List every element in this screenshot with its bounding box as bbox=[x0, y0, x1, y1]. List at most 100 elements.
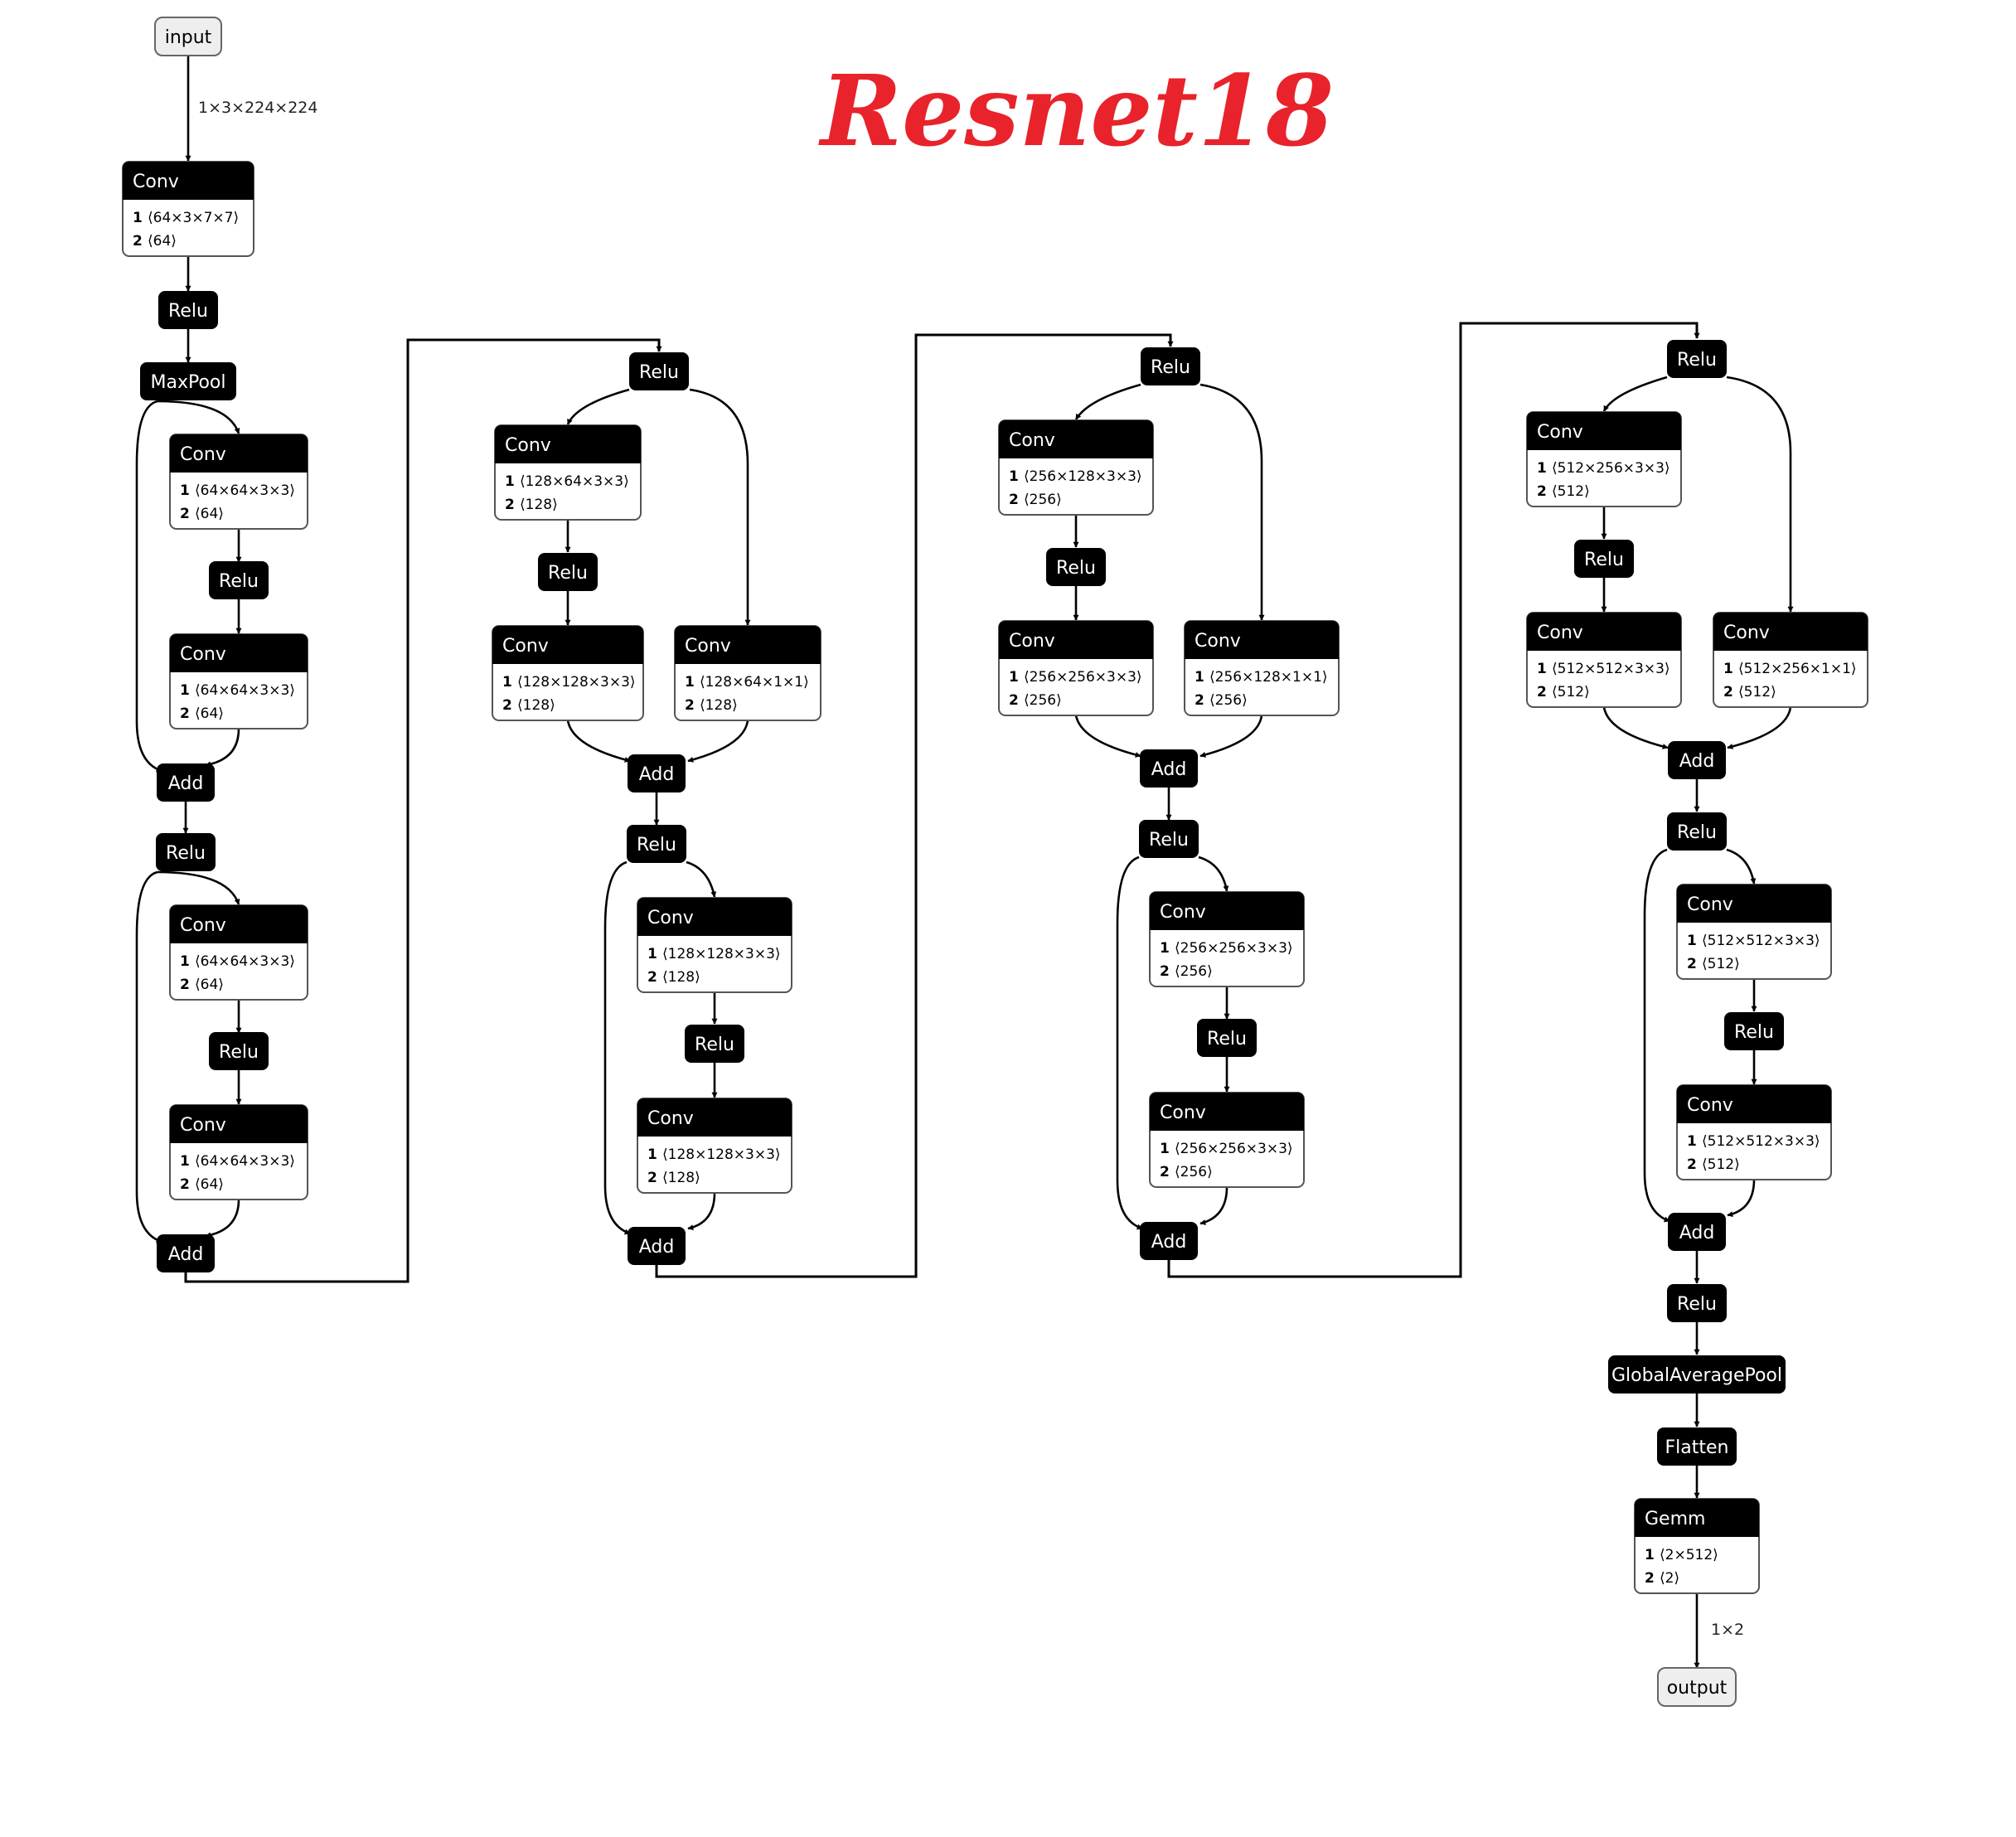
l1-relu1a-box bbox=[209, 561, 269, 599]
l2-relu-mid-label: Relu bbox=[548, 563, 588, 584]
l4-add2-box bbox=[1668, 1213, 1726, 1251]
l1-relu2a[interactable]: Relu bbox=[209, 1032, 269, 1070]
l1-relu1a[interactable]: Relu bbox=[209, 561, 269, 599]
l2-conv-shortcut-label: Conv bbox=[685, 636, 731, 657]
l1-conv2b-attr-value: ⟨64×64×3×3⟩ bbox=[195, 1153, 295, 1170]
l4-conv-down-b-attr-value: ⟨512⟩ bbox=[1552, 684, 1590, 700]
diagram-title: Resnet18 bbox=[818, 53, 1334, 168]
l2-relu1[interactable]: Relu bbox=[627, 825, 686, 863]
edge-l2-relu-convA bbox=[566, 388, 630, 425]
edge-l2-convB2-add bbox=[687, 1192, 716, 1231]
l3-conv-down-a-attr-key: 1 bbox=[1009, 468, 1019, 485]
l3-add2-label: Add bbox=[1151, 1232, 1187, 1253]
edge-l3-skip-add2 bbox=[1116, 855, 1143, 1230]
l3-conv-b-attr-key: 1 bbox=[1160, 1141, 1170, 1157]
l4-relu-mid[interactable]: Relu bbox=[1574, 540, 1634, 578]
l3-relu1[interactable]: Relu bbox=[1139, 820, 1199, 858]
l3-relu-in[interactable]: Relu bbox=[1141, 347, 1200, 385]
l3-conv-b-attr-value: ⟨256⟩ bbox=[1175, 1164, 1213, 1180]
conv-stem-attr-key: 2 bbox=[133, 233, 143, 250]
l1-add2[interactable]: Add bbox=[157, 1234, 215, 1272]
l2-relu-in[interactable]: Relu bbox=[629, 352, 689, 390]
l1-conv1a-attr-key: 1 bbox=[180, 482, 190, 499]
maxpool[interactable]: MaxPool bbox=[140, 362, 236, 400]
input-shape-label: 1×3×224×224 bbox=[198, 99, 317, 117]
input-node-box bbox=[154, 17, 222, 56]
l4-conv-b-attr-key: 2 bbox=[1687, 1156, 1697, 1173]
output-shape-label: 1×2 bbox=[1711, 1621, 1744, 1639]
l1-add1[interactable]: Add bbox=[157, 763, 215, 802]
input-node[interactable]: input bbox=[154, 17, 222, 56]
l1-relu1-label: Relu bbox=[166, 843, 206, 864]
l4-conv-shortcut-attr-value: ⟨512⟩ bbox=[1738, 684, 1776, 700]
l1-conv2b-header bbox=[170, 1105, 308, 1143]
l4-relu1[interactable]: Relu bbox=[1667, 812, 1727, 851]
l3-add1-box bbox=[1140, 749, 1198, 788]
l2-add2-label: Add bbox=[639, 1237, 675, 1258]
l3-relu-in-label: Relu bbox=[1151, 357, 1190, 378]
global-average-pool[interactable]: GlobalAveragePool bbox=[1608, 1355, 1786, 1394]
l2-relu-mid[interactable]: Relu bbox=[538, 553, 598, 591]
l3-conv-down-a-attr-key: 2 bbox=[1009, 492, 1019, 508]
l4-conv-down-a-attr-key: 2 bbox=[1537, 483, 1547, 500]
l3-relu-mid-label: Relu bbox=[1056, 558, 1096, 579]
l2-conv-down-a-attr-key: 2 bbox=[505, 497, 515, 513]
l2-add1[interactable]: Add bbox=[628, 754, 686, 792]
l4-conv-a-attr-key: 1 bbox=[1687, 933, 1697, 949]
relu-final[interactable]: Relu bbox=[1667, 1284, 1727, 1322]
l4-relu2[interactable]: Relu bbox=[1724, 1012, 1784, 1050]
l2-conv-down-a-attr-value: ⟨128×64×3×3⟩ bbox=[520, 473, 629, 490]
maxpool-label: MaxPool bbox=[151, 372, 226, 393]
l1-conv2b-attr-key: 1 bbox=[180, 1153, 190, 1170]
l2-add2-box bbox=[628, 1227, 686, 1265]
flatten[interactable]: Flatten bbox=[1657, 1427, 1737, 1466]
l2-conv-shortcut-attr-key: 1 bbox=[685, 674, 695, 691]
l3-conv-down-b-label: Conv bbox=[1009, 631, 1055, 652]
l1-conv2b-label: Conv bbox=[180, 1115, 226, 1136]
l3-add2[interactable]: Add bbox=[1140, 1222, 1198, 1260]
l1-conv2a-label: Conv bbox=[180, 915, 226, 936]
l3-conv-shortcut-attr-key: 1 bbox=[1195, 669, 1204, 686]
l3-relu-mid[interactable]: Relu bbox=[1046, 548, 1106, 586]
l1-relu1[interactable]: Relu bbox=[156, 833, 216, 871]
l4-relu-mid-box bbox=[1574, 540, 1634, 578]
l2-relu2[interactable]: Relu bbox=[685, 1025, 744, 1063]
l4-add1[interactable]: Add bbox=[1668, 741, 1726, 779]
l4-relu-in-label: Relu bbox=[1677, 350, 1717, 371]
l3-conv-down-a-label: Conv bbox=[1009, 430, 1055, 451]
output-node[interactable]: output bbox=[1657, 1667, 1737, 1707]
l2-conv-down-a-header bbox=[495, 425, 641, 463]
l2-conv-down-a-attr-value: ⟨128⟩ bbox=[520, 497, 558, 513]
l3-add1[interactable]: Add bbox=[1140, 749, 1198, 788]
l3-conv-a-attr-value: ⟨256⟩ bbox=[1175, 963, 1213, 980]
l3-conv-down-b-attr-value: ⟨256⟩ bbox=[1024, 692, 1062, 709]
l4-add2[interactable]: Add bbox=[1668, 1213, 1726, 1251]
l2-add1-label: Add bbox=[639, 764, 675, 785]
l4-conv-down-a-attr-value: ⟨512×256×3×3⟩ bbox=[1552, 460, 1670, 477]
l4-relu-in[interactable]: Relu bbox=[1667, 340, 1727, 378]
relu-stem[interactable]: Relu bbox=[158, 291, 218, 329]
l2-add2[interactable]: Add bbox=[628, 1227, 686, 1265]
l3-relu2[interactable]: Relu bbox=[1197, 1019, 1257, 1057]
